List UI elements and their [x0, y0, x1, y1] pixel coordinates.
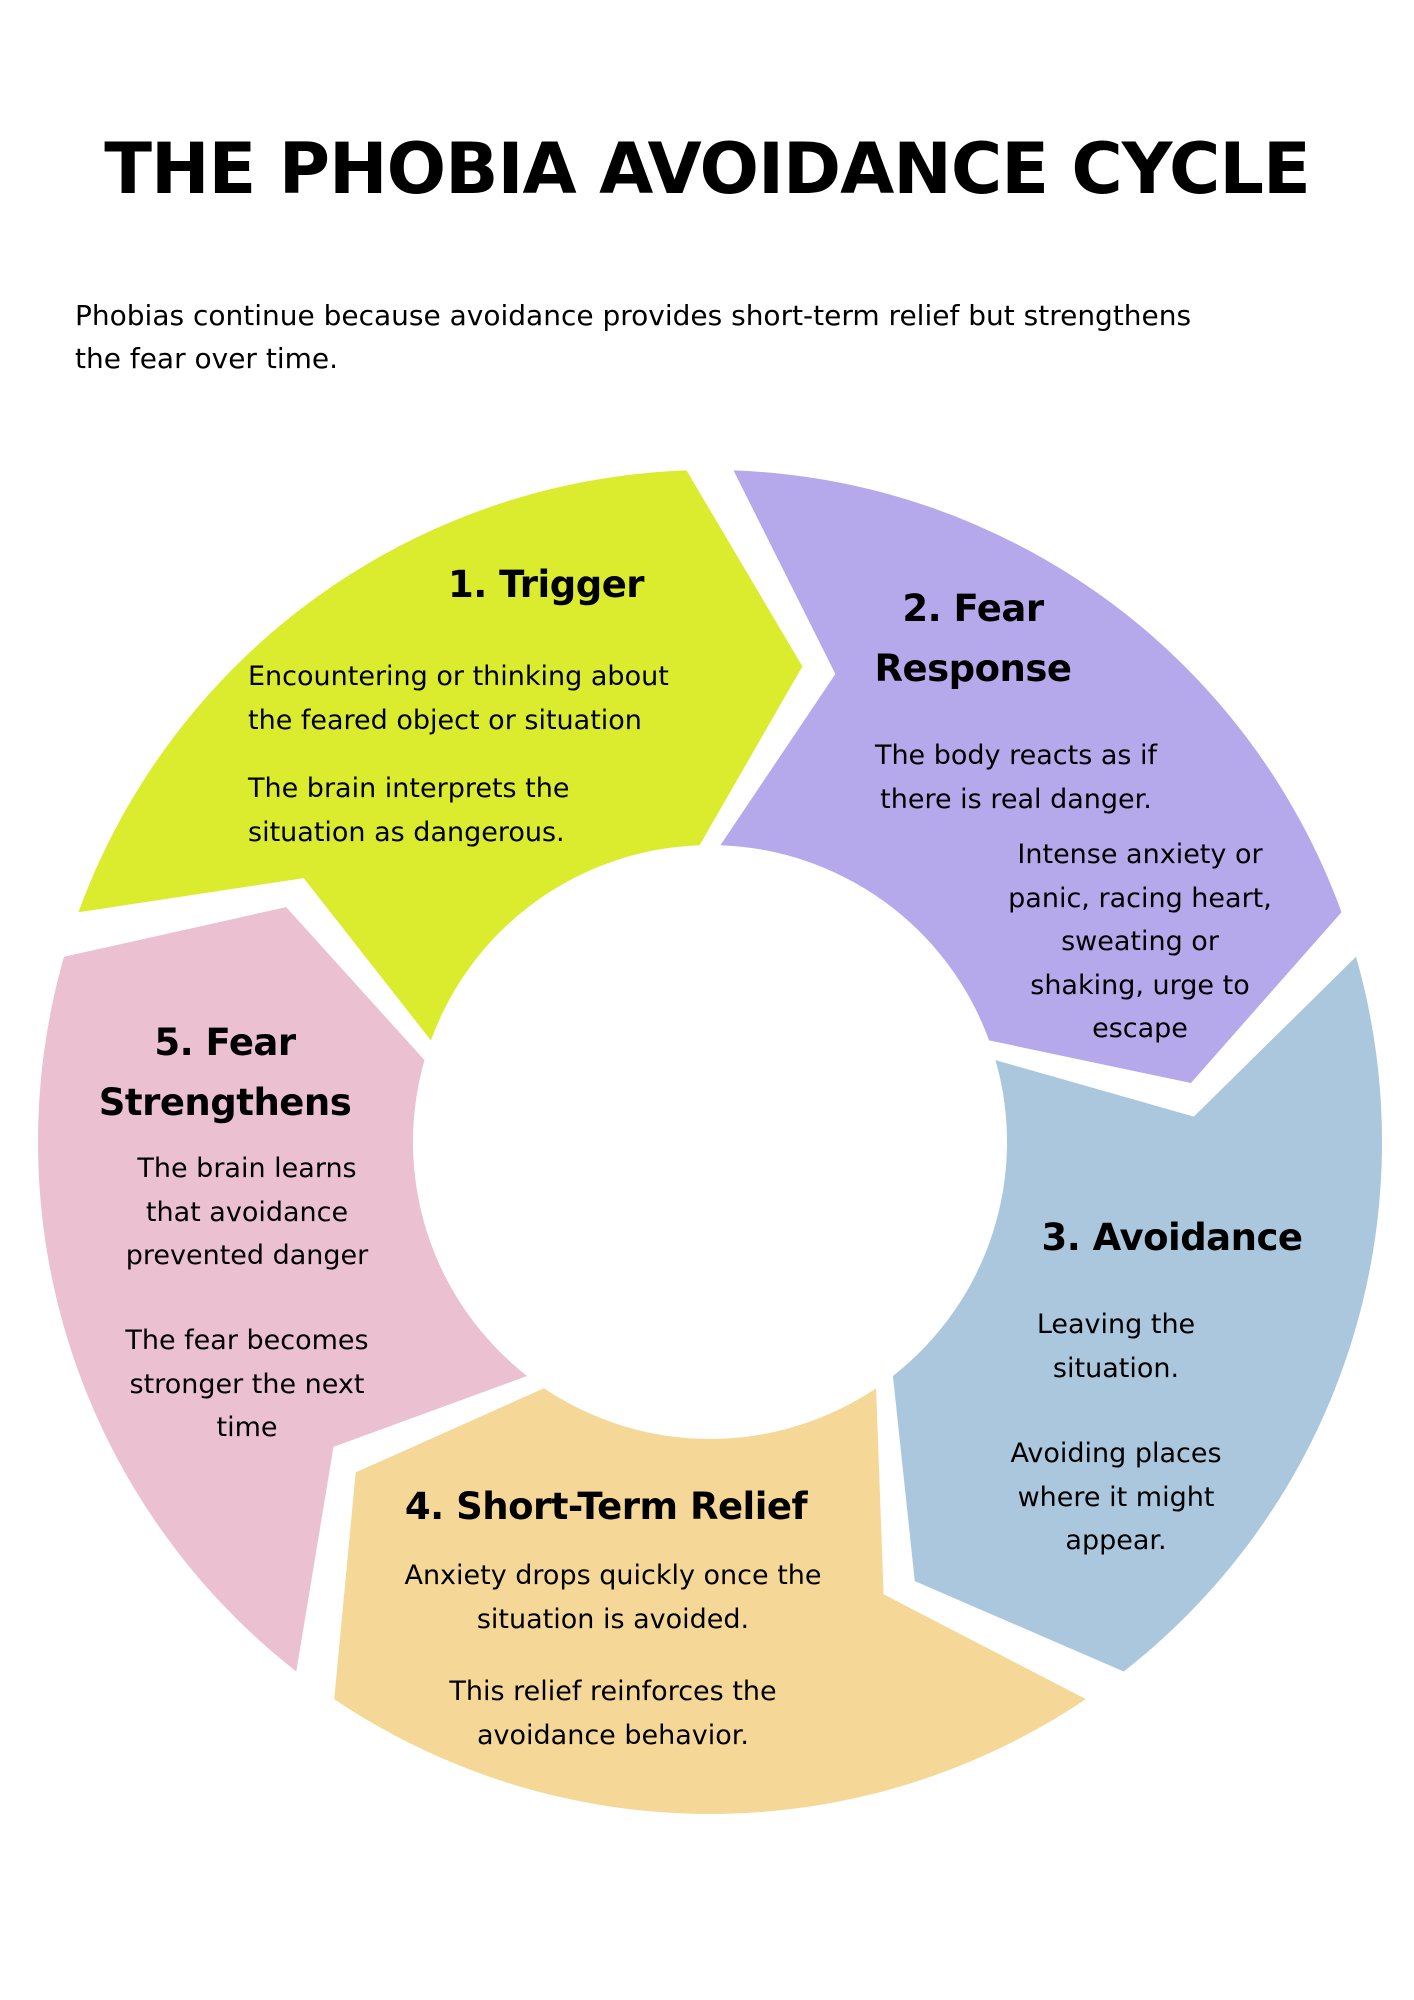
segment-fear-response: [720, 470, 1342, 1083]
step-1-title: 1. Trigger: [447, 563, 645, 606]
step-3-title: 3. Avoidance: [1041, 1216, 1303, 1259]
segment-avoidance: [892, 956, 1383, 1672]
segment-short-term-relief: [334, 1388, 1086, 1815]
page-title: THE PHOBIA AVOIDANCE CYCLE: [104, 128, 1311, 210]
step-4-title: 4. Short-Term Relief: [404, 1485, 808, 1528]
subtitle-line: the fear over time.: [75, 342, 339, 375]
segment-trigger: [78, 470, 803, 1041]
subtitle-line: Phobias continue because avoidance provi…: [75, 299, 1192, 332]
subtitle: Phobias continue because avoidance provi…: [75, 294, 1365, 380]
segment-fear-strengthens: [37, 907, 528, 1672]
